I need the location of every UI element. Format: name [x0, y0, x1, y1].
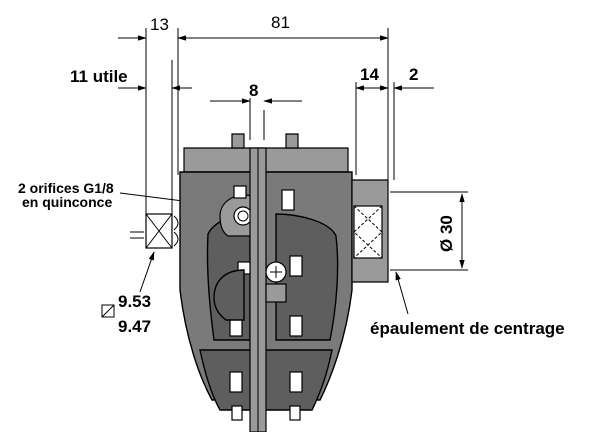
shoulder-callout: épaulement de centrage: [370, 271, 565, 338]
dimension-diameter-30: Ø 30: [390, 191, 468, 271]
square-spigot: 9.53 9.47: [101, 213, 179, 336]
dimension-13: 13: [118, 15, 196, 41]
shoulder-label: épaulement de centrage: [370, 319, 565, 338]
ports-label-line2: en quinconce: [22, 194, 112, 210]
dimension-81: 81: [177, 13, 389, 41]
dim-11-utile-label: 11 utile: [70, 67, 128, 86]
dim-2-label: 2: [409, 65, 418, 84]
dim-81-label: 81: [271, 13, 290, 32]
dim-14-label: 14: [360, 65, 379, 84]
valve-body: [179, 133, 353, 432]
dim-diameter-label: Ø 30: [437, 215, 456, 252]
dimension-11-utile: 11 utile: [70, 67, 192, 91]
dim-8-label: 8: [249, 81, 258, 100]
dimension-14-2: 14 2: [355, 65, 434, 91]
ports-callout: 2 orifices G1/8 en quinconce: [18, 180, 231, 210]
centering-shoulder: [351, 179, 389, 283]
dimension-8: 8: [210, 81, 302, 140]
square-max-label: 9.53: [118, 292, 151, 311]
square-min-label: 9.47: [118, 317, 151, 336]
dim-13-label: 13: [150, 15, 169, 34]
ports-label-line1: 2 orifices G1/8: [18, 180, 114, 196]
